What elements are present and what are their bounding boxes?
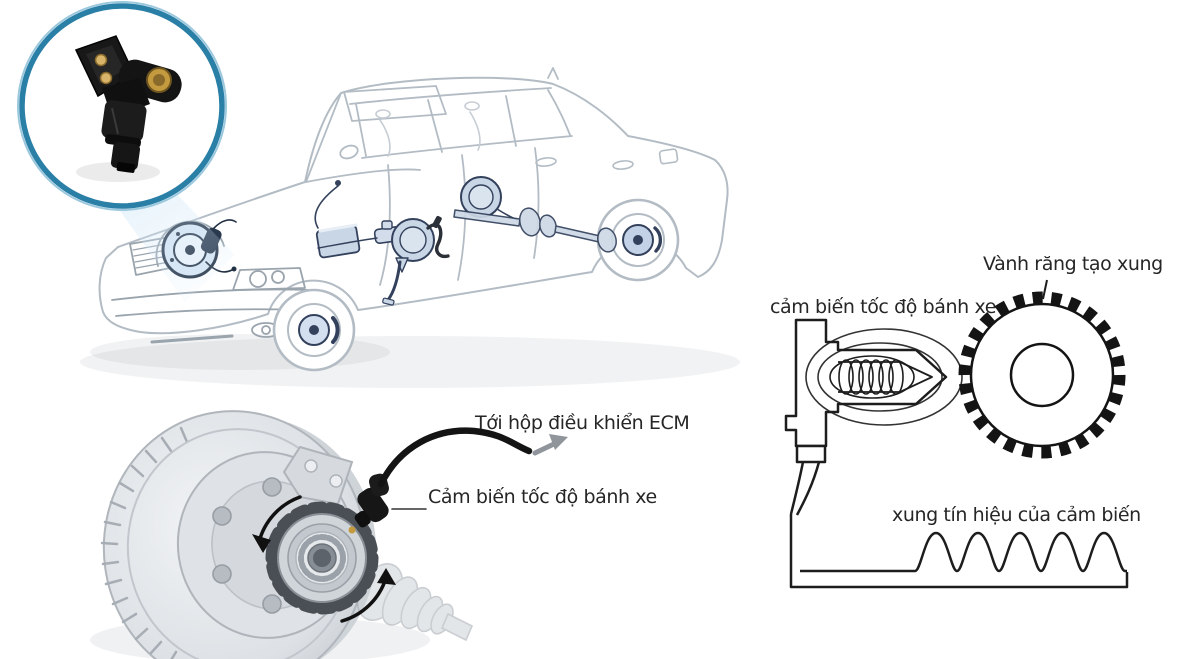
connector-pin — [94, 53, 108, 67]
circuit-loop — [789, 514, 1129, 589]
sensor-schematic — [784, 279, 1129, 589]
side-mirror — [339, 144, 359, 160]
car-door-details — [535, 148, 679, 170]
tone-ring-render — [265, 501, 379, 615]
label-tone-ring: Vành răng tạo xung — [983, 253, 1163, 275]
car-greenhouse-lines — [305, 67, 573, 286]
disc-vent-slots — [100, 426, 189, 659]
field-lines — [805, 328, 963, 426]
sensor-coil — [829, 355, 915, 399]
car-interior-hint — [375, 101, 481, 157]
leader-line-tone-ring — [1042, 279, 1048, 300]
inset-ring-outer — [17, 1, 227, 211]
antenna — [547, 67, 559, 80]
brake-hose — [426, 215, 450, 259]
abs-sensor-render — [348, 427, 533, 534]
car-shadow — [80, 336, 740, 388]
rotation-arrow-bottom — [340, 568, 396, 623]
signal-waveform — [800, 531, 1127, 573]
rotation-arrow-top — [252, 495, 302, 553]
rear-axle-driveshaft — [453, 207, 617, 253]
front-wheel — [272, 288, 356, 372]
label-wheel-speed-sensor: Cảm biến tốc độ bánh xe — [428, 486, 657, 508]
abs-sensor-photo — [74, 35, 182, 182]
label-sensor-signal: xung tín hiệu của cảm biến — [892, 504, 1141, 526]
pedal-assembly — [382, 257, 409, 306]
abs-hydraulic-module — [314, 180, 361, 259]
sunroof — [343, 85, 447, 122]
connector-pin — [99, 71, 113, 85]
sensor-cable — [377, 427, 533, 488]
label-wheel-speed-sensor-schematic: cảm biến tốc độ bánh xe — [770, 296, 997, 318]
label-to-ecm: Tới hộp điều khiển ECM — [475, 412, 690, 434]
rear-wheel — [596, 198, 680, 282]
caliper-bracket — [282, 445, 354, 506]
sensor-wire — [789, 461, 821, 516]
brake-booster — [317, 218, 435, 262]
sensor-inset — [17, 1, 227, 211]
pulse-ring-gear — [958, 291, 1126, 459]
brake-disc-render — [90, 410, 568, 659]
ecm-arrow-icon — [532, 434, 568, 456]
sensor-housing — [784, 318, 948, 448]
rear-brake-booster — [460, 176, 521, 222]
